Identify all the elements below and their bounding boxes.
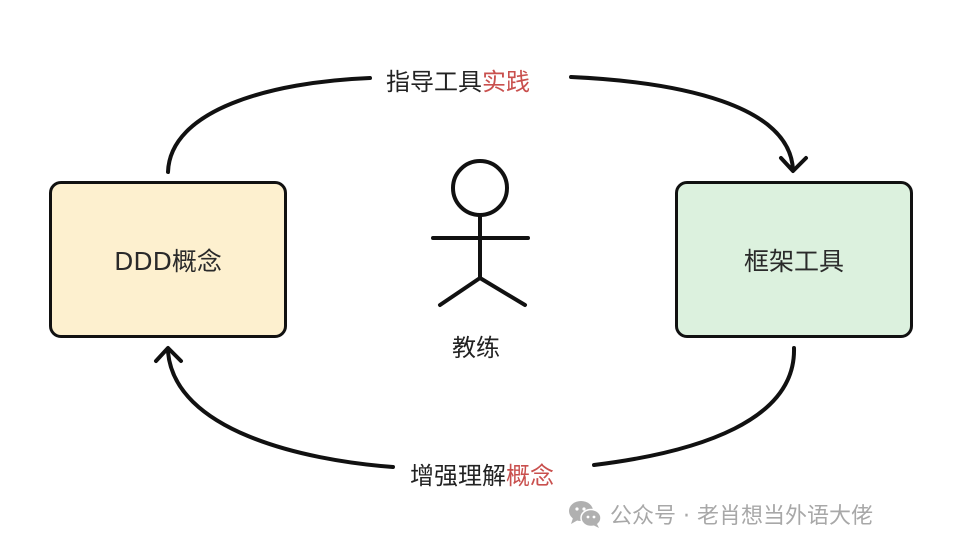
arrowhead-up-icon (154, 346, 183, 363)
framework-tools-label: 框架工具 (743, 246, 844, 276)
bottom-edge-label-highlight: 概念 (506, 462, 554, 490)
top-edge-label-plain: 指导工具 (386, 68, 482, 96)
ddd-concept-label: DDD概念 (114, 246, 222, 276)
bottom-arrow-curve-right (592, 346, 797, 467)
top-edge-label: 指导工具实践 (386, 62, 530, 97)
coach-label: 教练 (452, 334, 500, 362)
bottom-edge-label-plain: 增强理解 (410, 462, 506, 490)
stick-figure-icon (431, 159, 530, 307)
ddd-concept-node: DDD概念 (49, 181, 287, 338)
framework-tools-node: 框架工具 (675, 181, 913, 338)
arrowhead-down-icon (779, 156, 808, 173)
top-arrow-curve-right (569, 75, 795, 172)
top-edge-label-highlight: 实践 (482, 68, 530, 96)
watermark-text: 公众号 · 老肖想当外语大佬 (610, 504, 873, 529)
wechat-icon (569, 501, 602, 528)
bottom-arrow-curve-left (166, 350, 395, 469)
bottom-edge-label: 增强理解概念 (410, 456, 554, 491)
top-arrow-curve (166, 76, 372, 174)
watermark: 公众号 · 老肖想当外语大佬 (568, 498, 873, 530)
